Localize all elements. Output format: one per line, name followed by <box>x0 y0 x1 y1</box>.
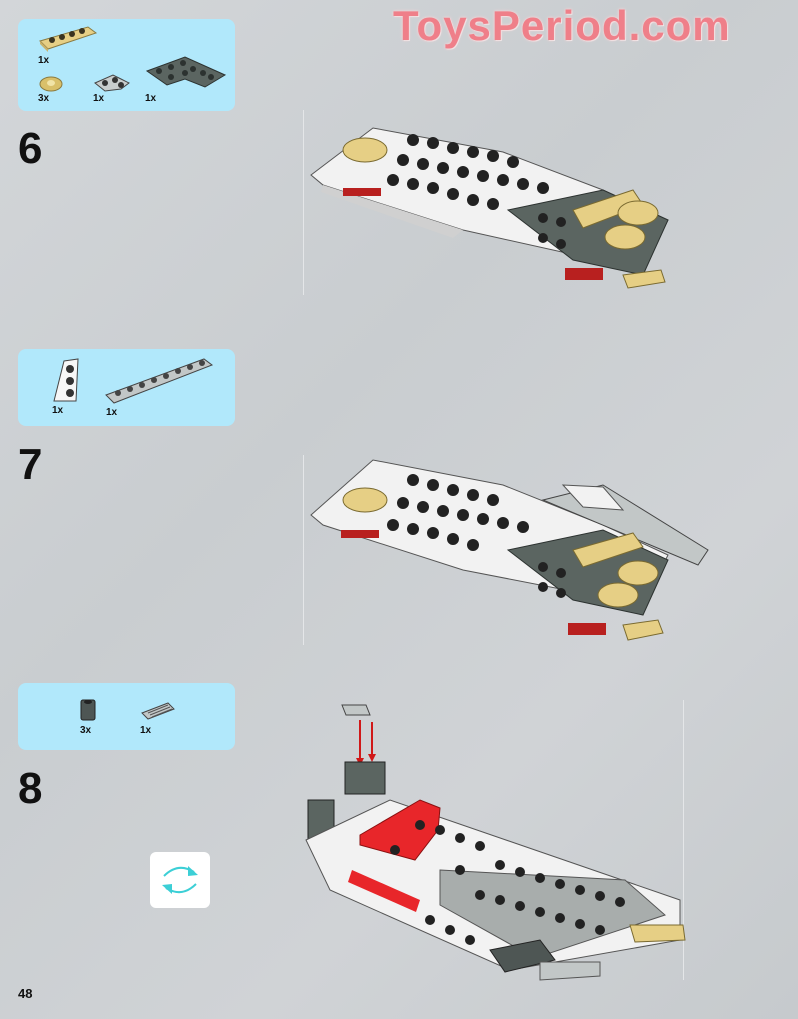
part-light-gray-plate-1x8: 1x <box>104 355 214 418</box>
part-light-gray-grille-tile: 1x <box>140 701 176 736</box>
dark-gray-corner-plate-icon <box>145 56 227 88</box>
page-number: 48 <box>18 986 33 1001</box>
light-gray-plate-1x8-icon <box>105 358 214 404</box>
divider <box>303 110 304 295</box>
rotate-arrows-icon <box>162 866 198 894</box>
model-step-7-image <box>303 455 713 660</box>
part-white-wedge-plate: 1x <box>50 357 80 416</box>
model-step-6-image <box>303 110 683 305</box>
part-tan-plate-1x4: 1x <box>38 25 98 66</box>
part-light-gray-corner-plate: 1x <box>93 71 133 104</box>
light-gray-grille-tile-icon <box>141 702 175 720</box>
parts-callout-step-7: 1x 1x <box>18 349 235 426</box>
step-number-7: 7 <box>18 440 43 489</box>
step-number-8: 8 <box>18 764 43 813</box>
divider <box>683 700 684 980</box>
parts-callout-step-8: 3x 1x <box>18 683 235 750</box>
part-dark-gray-corner-plate: 1x <box>145 53 229 104</box>
tan-plate-icon <box>39 26 98 52</box>
dark-gray-technic-brick-icon <box>80 699 96 721</box>
part-dark-gray-technic-brick: 3x <box>80 697 96 736</box>
watermark: ToysPeriod.com <box>393 2 731 49</box>
model-step-8-image <box>300 700 690 995</box>
part-tan-round-plate: 3x <box>38 75 64 104</box>
parts-callout-step-6: 1x 3x 1x 1x <box>18 19 235 111</box>
tan-round-plate-icon <box>39 76 63 92</box>
rotate-model-icon <box>150 852 210 908</box>
light-gray-corner-plate-icon <box>94 74 130 92</box>
divider <box>303 455 304 645</box>
step-number-6: 6 <box>18 124 43 173</box>
white-wedge-plate-icon <box>53 358 79 402</box>
